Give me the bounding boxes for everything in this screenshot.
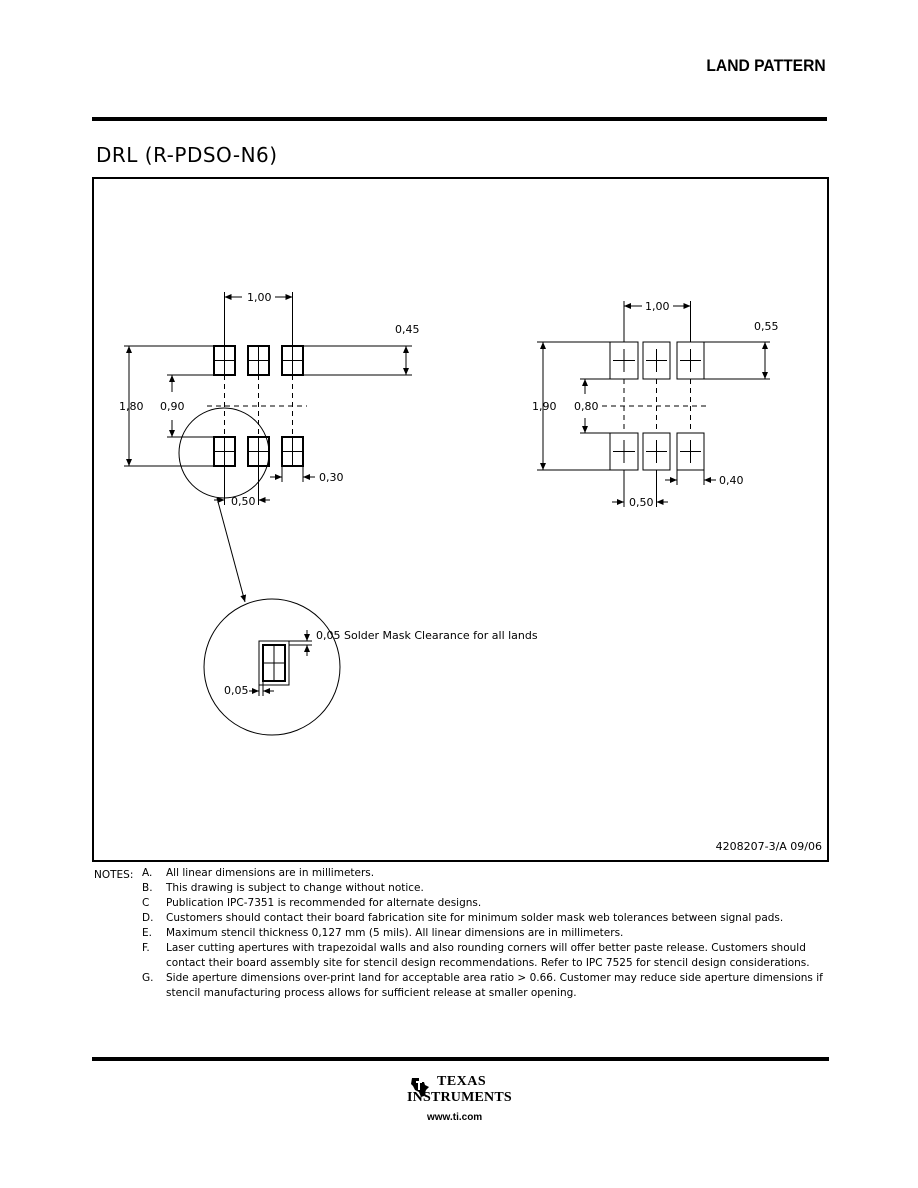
- ti-url-link[interactable]: www.ti.com: [427, 1112, 483, 1123]
- document-id: 4208207-3/A 09/06: [715, 840, 822, 853]
- ti-logo-line1: TEXAS: [437, 1074, 487, 1089]
- right-view-labels: 1,00 0,55 1,90 0,80 0,40 0,50: [532, 300, 779, 509]
- note-letter: D.: [142, 912, 154, 924]
- right-overall-label: 1,90: [532, 400, 557, 413]
- left-view-labels: 1,00 0,45 1,80 0,90 0,30 0,50 0,05 Solde…: [119, 291, 538, 697]
- note-item: D. Customers should contact their board f…: [94, 911, 834, 926]
- note-item: G. Side aperture dimensions over-print la…: [94, 971, 834, 1001]
- ti-logo: TEXAS INSTRUMENTS www.ti.com: [407, 1074, 527, 1130]
- note-letter: B.: [142, 882, 153, 894]
- page-header-title: LAND PATTERN: [706, 56, 826, 75]
- package-title: DRL (R-PDSO-N6): [96, 143, 278, 167]
- note-item: E. Maximum stencil thickness 0,127 mm (5 …: [94, 926, 834, 941]
- left-pitch-label: 1,00: [247, 291, 272, 304]
- note-text: Side aperture dimensions over-print land…: [166, 972, 823, 999]
- note-item: B. This drawing is subject to change with…: [94, 881, 834, 896]
- note-letter: A.: [142, 867, 153, 879]
- left-pad-width-label: 0,30: [319, 471, 344, 484]
- right-land-pattern: [537, 301, 770, 507]
- note-letter: F.: [142, 942, 150, 954]
- note-text: Customers should contact their board fab…: [166, 912, 784, 924]
- note-letter: G.: [142, 972, 154, 984]
- left-land-pattern: [124, 292, 412, 736]
- notes-section: NOTES: A. All linear dimensions are in mi…: [94, 866, 834, 1001]
- top-divider: [92, 117, 827, 121]
- note-item: A. All linear dimensions are in millimete…: [94, 866, 834, 881]
- left-gap-label: 0,90: [160, 400, 185, 413]
- right-pad-height-label: 0,55: [754, 320, 779, 333]
- notes-label: NOTES:: [94, 869, 134, 881]
- land-pattern-drawing: 1,00 0,45 1,80 0,90 0,30 0,50 0,05 Solde…: [119, 291, 779, 736]
- detail-side-label: 0,05: [224, 684, 249, 697]
- right-pad-width-label: 0,40: [719, 474, 744, 487]
- notes-list: A. All linear dimensions are in millimete…: [94, 866, 834, 1001]
- note-text: All linear dimensions are in millimeters…: [166, 867, 375, 879]
- note-letter: E.: [142, 927, 152, 939]
- note-text: Publication IPC-7351 is recommended for …: [166, 897, 482, 909]
- note-text: Laser cutting apertures with trapezoidal…: [166, 942, 810, 969]
- bottom-divider: [92, 1057, 829, 1061]
- note-letter: C: [142, 897, 150, 909]
- ti-logo-line2: INSTRUMENTS: [407, 1090, 512, 1105]
- left-spacing-label: 0,50: [231, 495, 256, 508]
- detail-clearance-label: 0,05 Solder Mask Clearance for all lands: [316, 629, 538, 642]
- left-pad-height-label: 0,45: [395, 323, 420, 336]
- right-spacing-label: 0,50: [629, 496, 654, 509]
- left-overall-label: 1,80: [119, 400, 144, 413]
- note-item: C Publication IPC-7351 is recommended for…: [94, 896, 834, 911]
- right-pitch-label: 1,00: [645, 300, 670, 313]
- ti-state-icon: [411, 1078, 429, 1097]
- note-item: F. Laser cutting apertures with trapezoid…: [94, 941, 834, 971]
- right-gap-label: 0,80: [574, 400, 599, 413]
- note-text: Maximum stencil thickness 0,127 mm (5 mi…: [166, 927, 624, 939]
- note-text: This drawing is subject to change withou…: [166, 882, 424, 894]
- drawing-frame: 1,00 0,45 1,80 0,90 0,30 0,50 0,05 Solde…: [92, 177, 829, 862]
